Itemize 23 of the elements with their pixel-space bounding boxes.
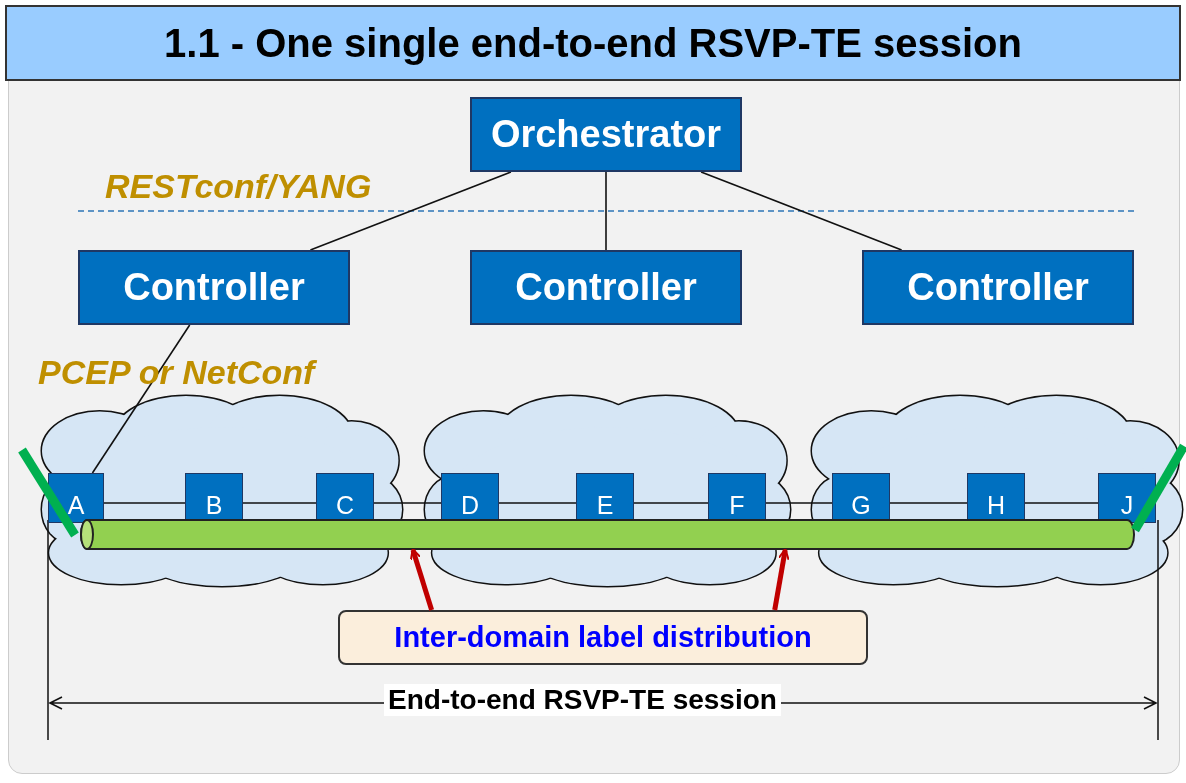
connector-line	[309, 171, 512, 251]
arrow	[409, 548, 434, 611]
process-box: Controller	[470, 250, 742, 325]
connector-line	[700, 171, 903, 251]
arrow	[772, 548, 790, 611]
title-banner: 1.1 - One single end-to-end RSVP-TE session	[5, 5, 1181, 81]
connector-line	[373, 502, 442, 504]
connector-line	[91, 324, 191, 474]
lsp-tunnel	[80, 519, 1135, 550]
connector-line	[1024, 502, 1099, 504]
connector-line	[633, 502, 709, 504]
connector-line	[242, 502, 317, 504]
process-box: Orchestrator	[470, 97, 742, 172]
connector-line	[889, 502, 968, 504]
dimension-label: End-to-end RSVP-TE session	[384, 684, 781, 716]
note-box: Inter-domain label distribution	[338, 610, 868, 665]
connector-line	[498, 502, 577, 504]
process-box: Controller	[78, 250, 350, 325]
connector-line	[765, 502, 833, 504]
interface-label: RESTconf/YANG	[105, 167, 372, 206]
connector-line	[103, 502, 186, 504]
connector-line	[605, 171, 607, 251]
process-box: Controller	[862, 250, 1134, 325]
